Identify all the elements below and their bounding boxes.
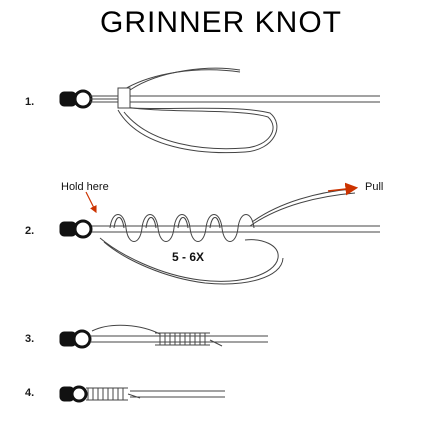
hook-eye-icon [59, 89, 93, 109]
hook-eye-icon [59, 219, 93, 239]
wrap-coils [109, 214, 255, 242]
main-line [90, 335, 268, 343]
tightening-coils [155, 332, 210, 346]
step-2-figure [59, 182, 380, 285]
step-3-figure [59, 324, 268, 349]
hook-eye-icon [59, 329, 92, 349]
step-1-number: 1. [25, 96, 35, 108]
step-3-number: 3. [25, 333, 35, 345]
tag-loop [99, 237, 284, 285]
hook-eye-icon [59, 385, 88, 403]
step-1-figure [59, 67, 380, 154]
pull-label: Pull [365, 181, 384, 193]
main-line [90, 95, 380, 103]
main-line [130, 390, 225, 398]
step-2-number: 2. [25, 225, 35, 237]
hold-here-label: Hold here [61, 181, 109, 193]
turns-count-label: 5 - 6X [172, 250, 205, 264]
step-4-figure [59, 385, 225, 403]
step-4-number: 4. [25, 387, 35, 399]
finished-coils [86, 387, 128, 401]
main-line [92, 225, 380, 233]
diagram-title: GRINNER KNOT [99, 6, 342, 39]
tag-line [249, 188, 356, 227]
